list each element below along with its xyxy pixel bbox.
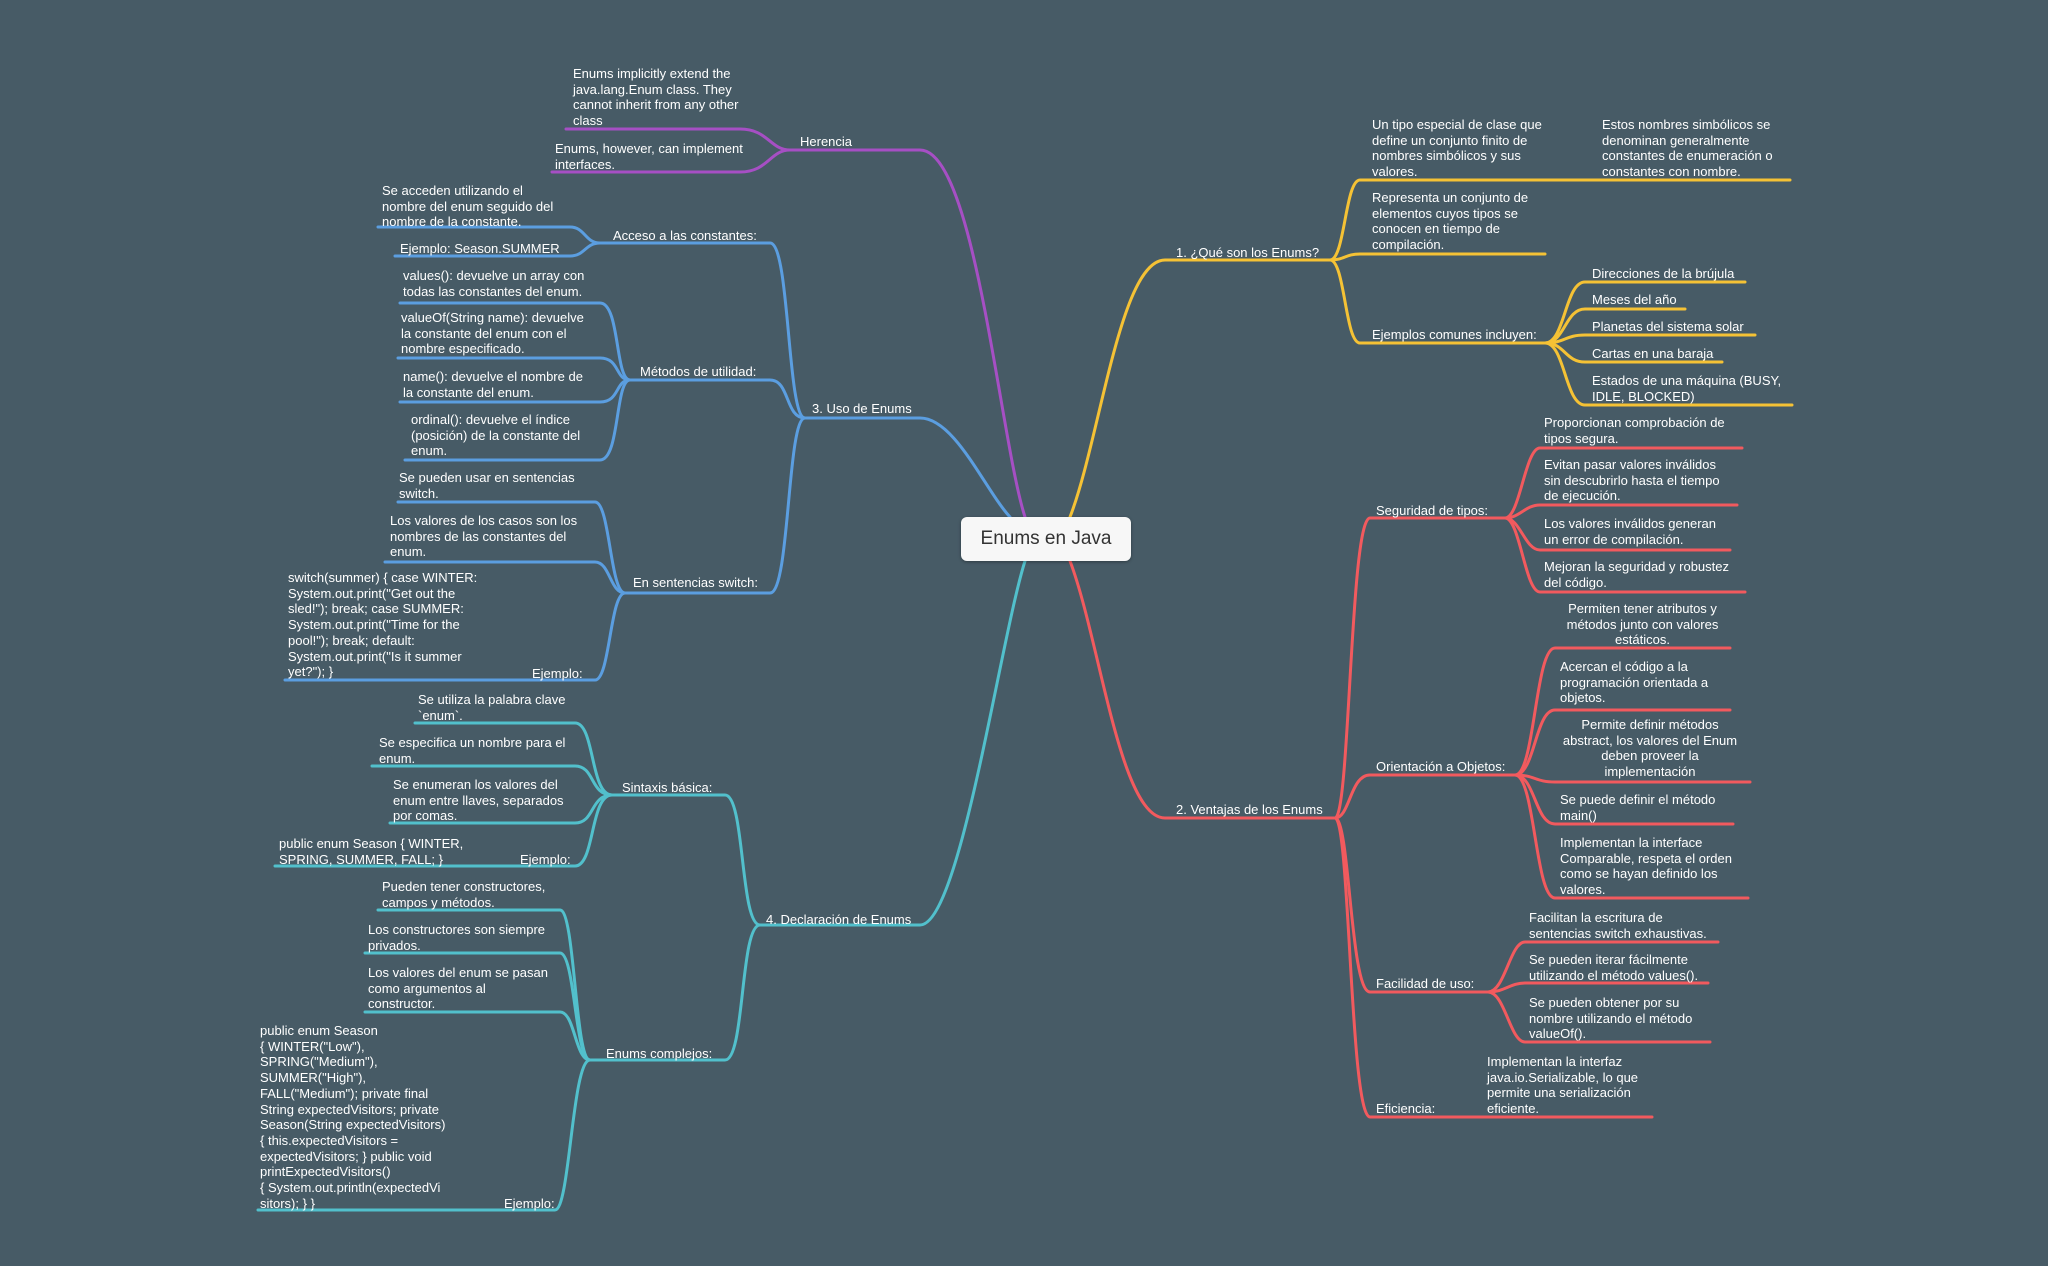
sintaxis-ejemplo-code[interactable]: public enum Season { WINTER, SPRING, SUM… [279, 836, 464, 867]
ejemplos-item[interactable]: Meses del año [1592, 292, 1677, 307]
ejemplos-item[interactable]: Planetas del sistema solar [1592, 319, 1744, 334]
orientacion-item[interactable]: Permiten tener atributos y métodos junto… [1566, 601, 1719, 648]
seguridad-subtopic[interactable]: Seguridad de tipos: [1376, 503, 1489, 518]
declaracion-branch-lines [256, 559, 1027, 1212]
metodos-item[interactable]: name(): devuelve el nombre de la constan… [403, 369, 583, 400]
sintaxis-item[interactable]: Se especifica un nombre para el enum. [379, 735, 566, 766]
ventajas-branch-lines [1068, 446, 1752, 1119]
sintaxis-subtopic[interactable]: Sintaxis básica: [622, 780, 713, 795]
declaracion-topic[interactable]: 4. Declaración de Enums [766, 912, 912, 927]
orientacion-subtopic[interactable]: Orientación a Objetos: [1376, 759, 1506, 774]
facilidad-item[interactable]: Se pueden obtener por su nombre utilizan… [1529, 995, 1693, 1042]
switch-item[interactable]: Se pueden usar en sentencias switch. [399, 470, 575, 501]
complejos-item[interactable]: Pueden tener constructores, campos y mét… [382, 879, 546, 910]
que-son-definicion-nota[interactable]: Estos nombres simbólicos se denominan ge… [1602, 117, 1773, 180]
orientacion-item[interactable]: Acercan el código a la programación orie… [1560, 659, 1709, 706]
complejos-item[interactable]: Los constructores son siempre privados. [368, 922, 546, 953]
acceso-item[interactable]: Se acceden utilizando el nombre del enum… [382, 183, 554, 230]
eficiencia-subtopic[interactable]: Eficiencia: [1376, 1101, 1436, 1116]
complejos-subtopic[interactable]: Enums complejos: [606, 1046, 713, 1061]
acceso-subtopic[interactable]: Acceso a las constantes: [613, 228, 757, 243]
ventajas-topic[interactable]: 2. Ventajas de los Enums [1176, 802, 1323, 817]
eficiencia-item[interactable]: Implementan la interfaz java.io.Serializ… [1487, 1054, 1639, 1117]
sintaxis-item[interactable]: Se utiliza la palabra clave `enum`. [418, 692, 566, 723]
que-son-representa[interactable]: Representa un conjunto de elementos cuyo… [1372, 190, 1529, 253]
herencia-item[interactable]: Enums implicitly extend the java.lang.En… [573, 66, 739, 129]
seguridad-item[interactable]: Evitan pasar valores inválidos sin descu… [1544, 457, 1720, 504]
sintaxis-item[interactable]: Se enumeran los valores del enum entre l… [393, 777, 564, 824]
complejos-ejemplo-label[interactable]: Ejemplo: [504, 1196, 555, 1211]
que-son-topic[interactable]: 1. ¿Qué son los Enums? [1176, 245, 1320, 260]
herencia-topic[interactable]: Herencia [800, 134, 853, 149]
root-topic[interactable]: Enums en Java [961, 517, 1131, 561]
complejos-item[interactable]: Los valores del enum se pasan como argum… [368, 965, 548, 1012]
facilidad-subtopic[interactable]: Facilidad de uso: [1376, 976, 1475, 991]
que-son-definicion[interactable]: Un tipo especial de clase que define un … [1372, 117, 1542, 180]
seguridad-item[interactable]: Los valores inválidos generan un error d… [1544, 516, 1716, 547]
acceso-item[interactable]: Ejemplo: Season.SUMMER [400, 241, 560, 256]
seguridad-item[interactable]: Mejoran la seguridad y robustez del códi… [1544, 559, 1729, 590]
ejemplos-item[interactable]: Estados de una máquina (BUSY, IDLE, BLOC… [1592, 373, 1782, 404]
metodos-item[interactable]: values(): devuelve un array con todas la… [403, 268, 585, 299]
orientacion-item[interactable]: Permite definir métodos abstract, los va… [1562, 717, 1738, 780]
metodos-subtopic[interactable]: Métodos de utilidad: [640, 364, 757, 379]
uso-topic[interactable]: 3. Uso de Enums [812, 401, 912, 416]
sintaxis-ejemplo-label[interactable]: Ejemplo: [520, 852, 571, 867]
ejemplos-item[interactable]: Direcciones de la brújula [1592, 266, 1735, 281]
switch-item[interactable]: Los valores de los casos son los nombres… [390, 513, 578, 560]
metodos-item[interactable]: ordinal(): devuelve el índice (posición)… [411, 412, 581, 459]
metodos-item[interactable]: valueOf(String name): devuelve la consta… [401, 310, 584, 357]
orientacion-item[interactable]: Implementan la interface Comparable, res… [1560, 835, 1732, 898]
facilidad-item[interactable]: Facilitan la escritura de sentencias swi… [1529, 910, 1707, 941]
uso-branch-lines [283, 225, 1012, 682]
seguridad-item[interactable]: Proporcionan comprobación de tipos segur… [1544, 415, 1725, 446]
orientacion-item[interactable]: Se puede definir el método main() [1560, 792, 1716, 823]
facilidad-item[interactable]: Se pueden iterar fácilmente utilizando e… [1529, 952, 1699, 983]
ejemplos-item[interactable]: Cartas en una baraja [1592, 346, 1714, 361]
ejemplos-subtopic[interactable]: Ejemplos comunes incluyen: [1372, 327, 1537, 342]
switch-ejemplo-code[interactable]: switch(summer) { case WINTER: System.out… [288, 570, 478, 680]
herencia-item[interactable]: Enums, however, can implement interfaces… [555, 141, 743, 172]
complejos-ejemplo-code[interactable]: public enum Season { WINTER("Low"), SPRI… [260, 1023, 446, 1211]
switch-ejemplo-label[interactable]: Ejemplo: [532, 666, 583, 681]
que-son-branch-lines [1068, 178, 1794, 519]
herencia-branch-lines [550, 127, 1027, 519]
switch-subtopic[interactable]: En sentencias switch: [633, 575, 759, 590]
